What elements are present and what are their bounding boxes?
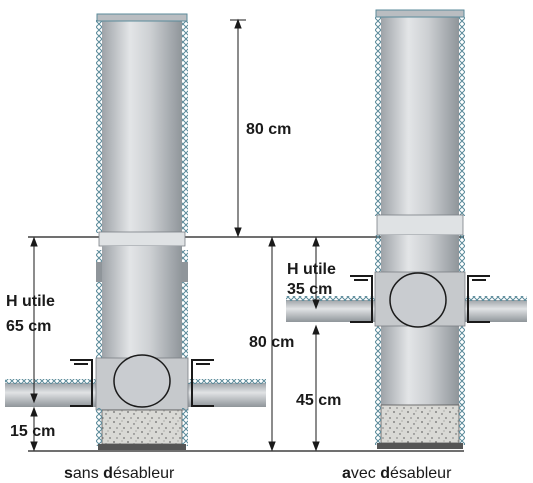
right-lower-height-label: 45 cm [296, 392, 341, 409]
left-riser-pipe [102, 20, 182, 233]
right-outlet-pipe [459, 300, 527, 322]
left-riser-height-label: 80 cm [246, 121, 291, 138]
left-assembly [5, 13, 266, 450]
right-caption: avec désableur [342, 465, 452, 482]
right-caption-part-1: vec [351, 465, 380, 482]
left-caption-initial-2: d [103, 465, 113, 482]
right-riser-pipe [381, 16, 459, 216]
left-useful-height-label-line1: H utile [6, 293, 55, 310]
left-caption-part-1: ans [73, 465, 103, 482]
right-useful-height-label-line1: H utile [287, 261, 336, 278]
right-caption-part-2: ésableur [390, 465, 452, 482]
left-inlet-pipe [5, 383, 102, 407]
right-inlet-pipe [286, 300, 381, 322]
left-pipe-opening [113, 354, 171, 408]
right-assembly [286, 9, 527, 449]
right-useful-height-label-line2: 35 cm [287, 281, 332, 298]
left-outlet-pipe [182, 383, 266, 407]
left-bottom-height-label: 15 cm [10, 423, 55, 440]
left-gravel-base [101, 409, 183, 445]
left-caption-initial-1: s [64, 465, 73, 482]
right-total-height-label: 80 cm [249, 334, 294, 351]
right-coupling [376, 214, 464, 236]
right-caption-initial-1: a [342, 465, 351, 482]
right-pipe-opening [389, 272, 447, 328]
right-gravel-base [380, 404, 460, 444]
dimension-lines [30, 18, 320, 452]
left-useful-height-label-line2: 65 cm [6, 318, 51, 335]
left-coupling [98, 231, 186, 247]
right-caption-initial-2: d [380, 465, 390, 482]
left-caption: sans désableur [64, 465, 175, 482]
left-caption-part-2: ésableur [113, 465, 175, 482]
